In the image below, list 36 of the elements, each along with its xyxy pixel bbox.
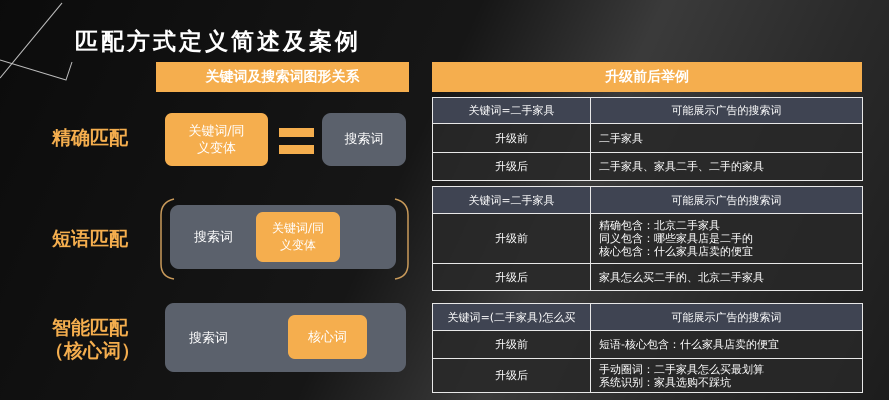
cell-text: 精确包含：北京二手家具 [599, 219, 720, 232]
cell-text: 家具怎么买二手的、北京二手家具 [599, 270, 764, 284]
cell-text: 升级前 [495, 232, 528, 245]
match-type-label: （核心词） [45, 339, 140, 364]
search-term-box [170, 205, 396, 269]
cell-text: 可能展示广告的搜索词 [672, 194, 782, 206]
keyword-box: 关键词/同义变体 [165, 113, 268, 166]
search-term-box: 搜索词 [322, 113, 406, 166]
cell-text: 升级后 [495, 270, 528, 284]
header-band: 升级前后举例 [432, 62, 862, 92]
cell-text: 核心包含：什么家具店卖的便宜 [599, 245, 753, 258]
cell-text: 升级前 [495, 132, 528, 144]
cell-text: 二手家具 [599, 132, 643, 144]
cell-text: 可能展示广告的搜索词 [672, 104, 782, 117]
header-band: 关键词及搜索词图形关系 [156, 62, 409, 92]
cell-text: 升级后 [495, 160, 528, 173]
cell-text: 关键词=二手家具 [468, 104, 555, 117]
cell-text: 同义包含：哪些家具店是二手的 [599, 232, 753, 245]
cell-text: 升级前 [495, 338, 528, 351]
match-type-label: 智能匹配 [52, 316, 128, 340]
keyword-box: 关键词/同义变体 [256, 212, 340, 262]
match-type-label: 精确匹配 [52, 126, 128, 151]
cell-text: 短语-核心包含：什么家具店卖的便宜 [599, 338, 779, 351]
cell-text: 二手家具、家具二手、二手的家具 [599, 160, 764, 173]
cell-text: 手动圈词：二手家具怎么买最划算 [599, 362, 764, 376]
cell-text: 关键词=二手家具 [468, 194, 555, 206]
box-text: 搜索词 [189, 330, 228, 346]
cell-text: 系统识别：家具选购不踩坑 [599, 376, 731, 388]
cell-text: 升级后 [495, 369, 528, 382]
match-type-label: 短语匹配 [52, 227, 128, 252]
search-term-box [165, 303, 406, 372]
core-word-box: 核心词 [288, 315, 367, 359]
cell-text: 可能展示广告的搜索词 [672, 310, 782, 324]
cell-text: 关键词=(二手家具)怎么买 [448, 310, 576, 324]
box-text: 搜索词 [194, 229, 233, 246]
title: 匹配方式定义简述及案例 [75, 28, 361, 57]
